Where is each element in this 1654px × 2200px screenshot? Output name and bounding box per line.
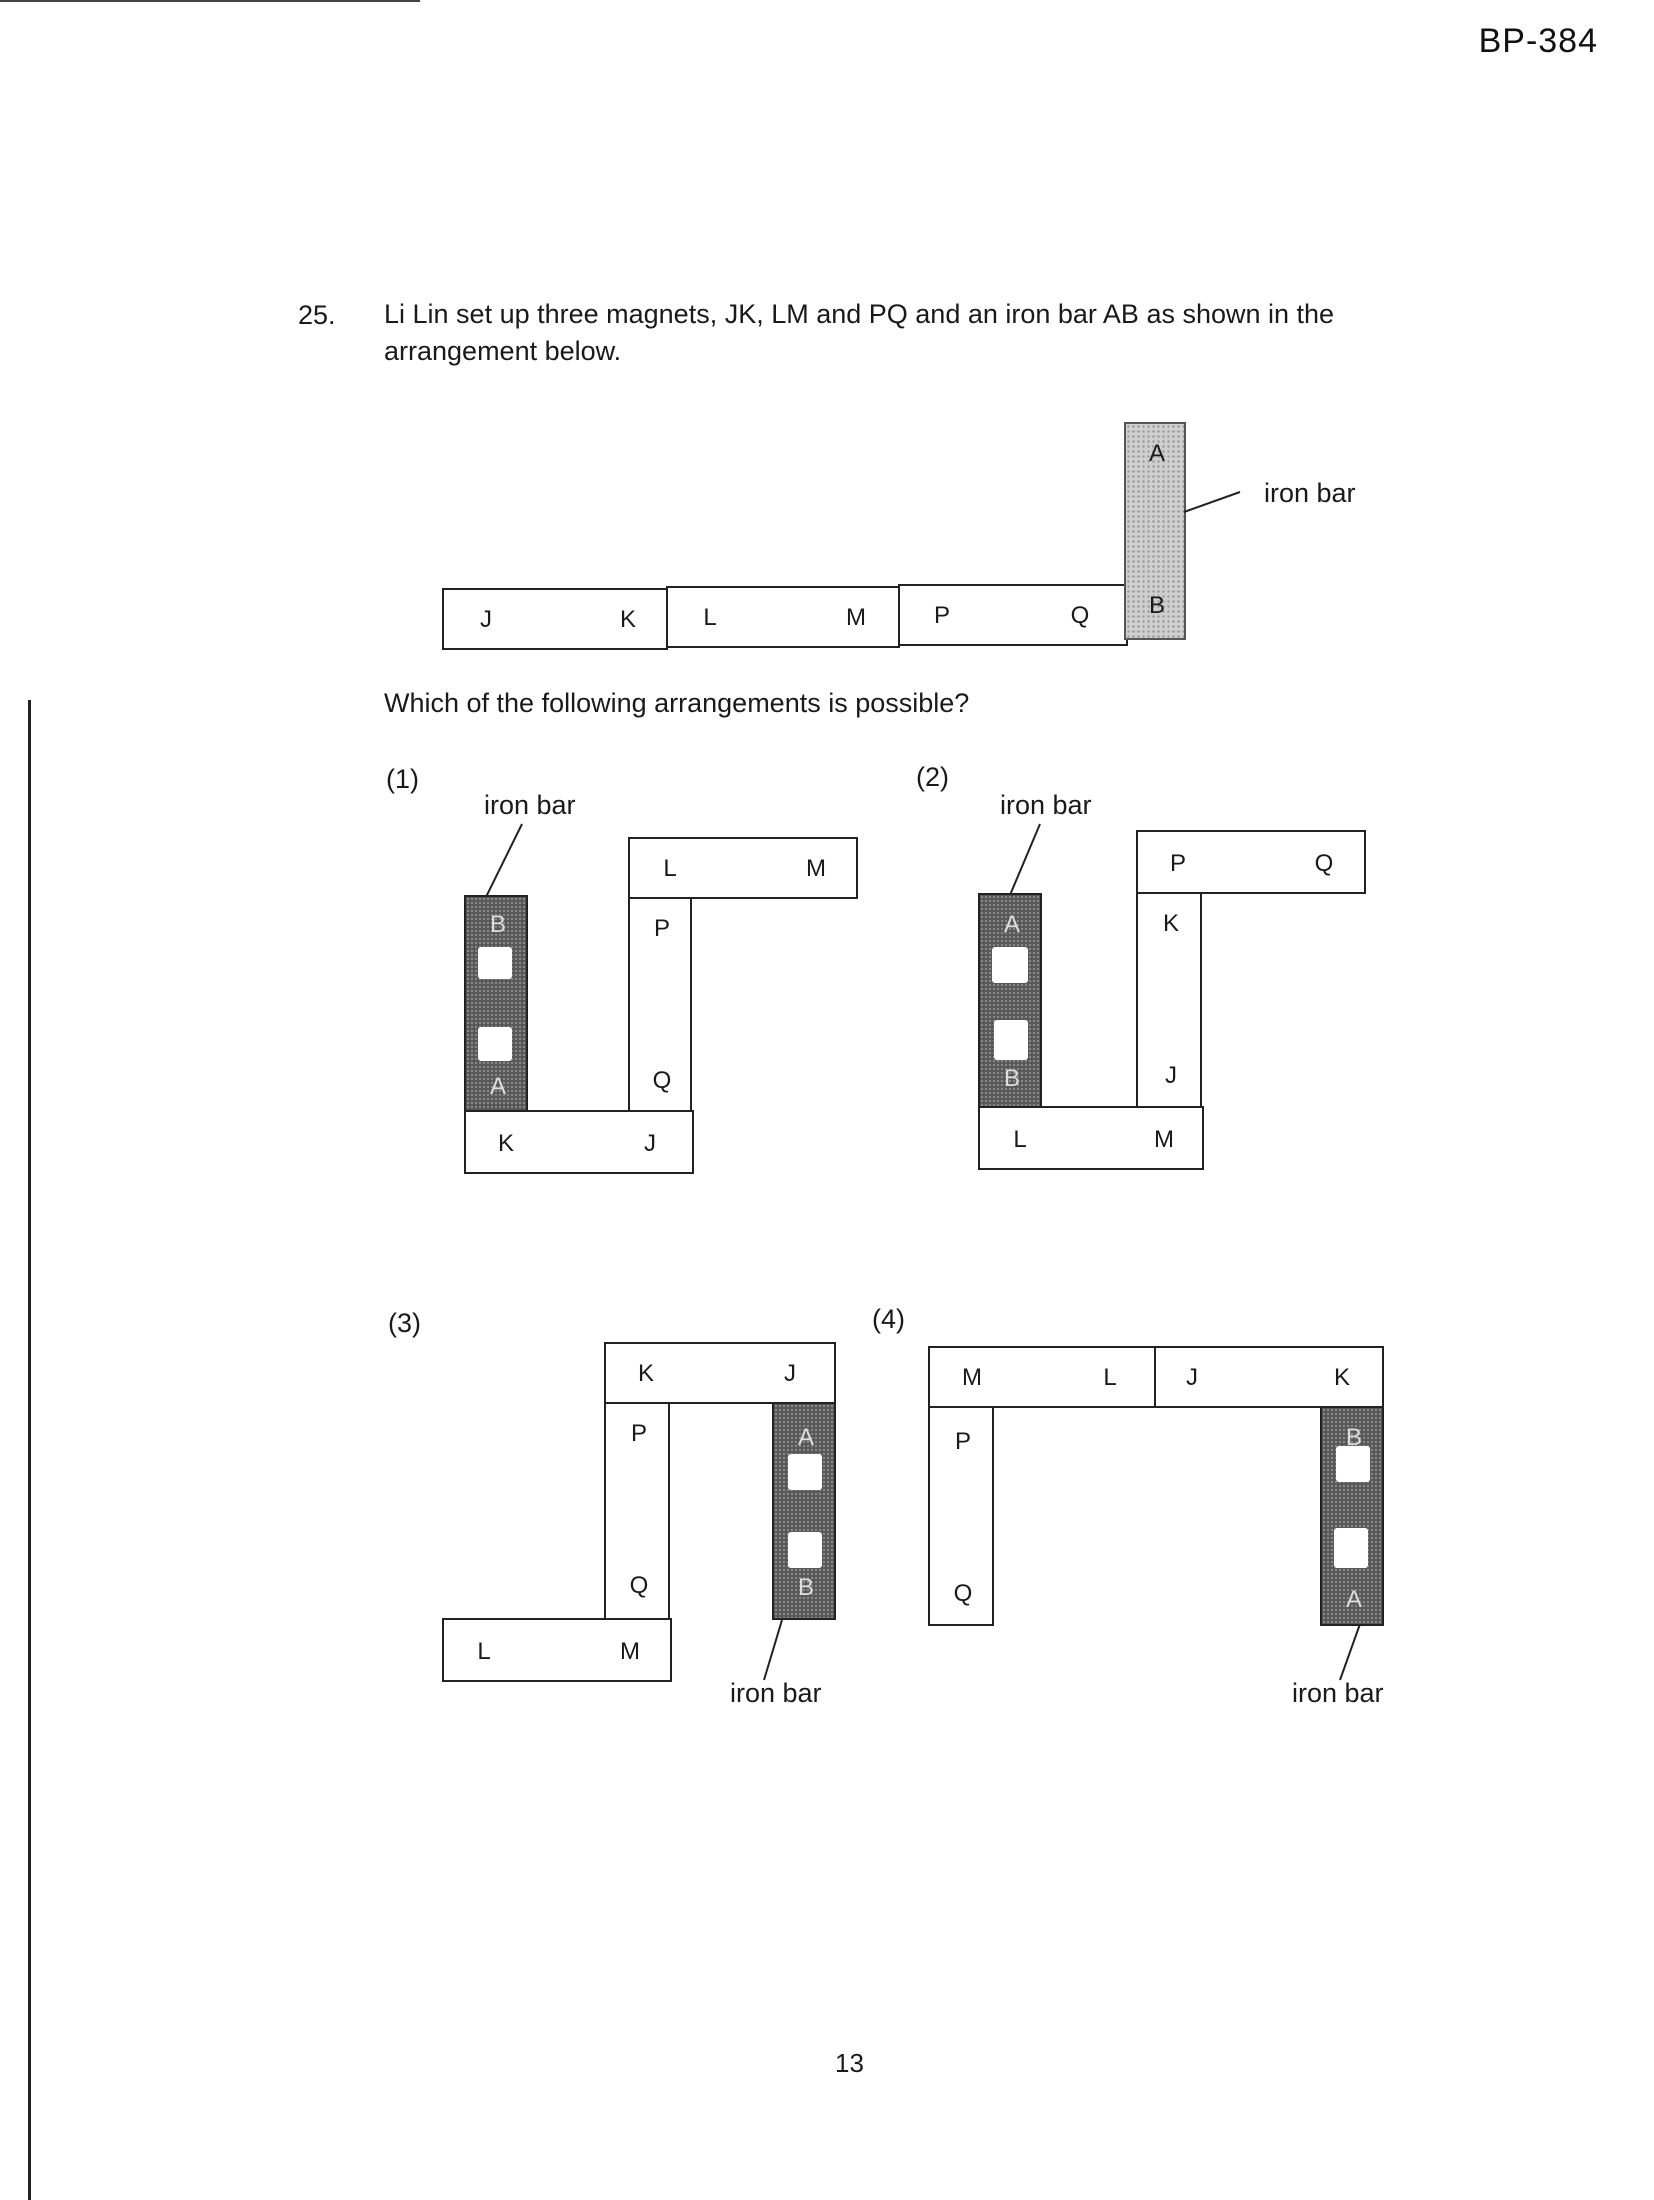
magnet-vertical: P Q xyxy=(604,1402,670,1620)
magnet-end: M xyxy=(962,1364,982,1391)
magnet-end: L xyxy=(1103,1364,1117,1391)
iron-end: B xyxy=(1003,1065,1021,1092)
magnet-end: P xyxy=(954,1428,972,1455)
option-label: (2) xyxy=(916,762,949,792)
paper-code: BP-384 xyxy=(1478,22,1598,60)
iron-bar-label: iron bar xyxy=(1264,478,1356,508)
magnet-lm: L M xyxy=(666,586,900,648)
iron-bar-label: iron bar xyxy=(484,790,576,820)
magnet-end: Q xyxy=(1314,850,1334,877)
question-text: Li Lin set up three magnets, JK, LM and … xyxy=(384,299,1335,366)
iron-bar-label: iron bar xyxy=(1000,790,1092,820)
iron-bar-label: iron bar xyxy=(1292,1678,1384,1708)
magnet-bottom: K J xyxy=(464,1110,694,1174)
iron-bar: B A xyxy=(1320,1406,1384,1626)
magnet-vertical: P Q xyxy=(628,897,692,1112)
magnet-end: K xyxy=(497,1130,515,1157)
magnet-jk: J K xyxy=(442,588,668,650)
magnet-end: K xyxy=(637,1360,655,1387)
magnet-end-m: M xyxy=(846,604,866,631)
iron-end: A xyxy=(797,1424,815,1451)
magnet-top: L M xyxy=(628,837,858,899)
magnet-end: J xyxy=(644,1130,656,1157)
iron-bar-label: iron bar xyxy=(730,1678,822,1708)
option-label: (1) xyxy=(386,764,419,794)
magnet-end: P xyxy=(653,915,671,942)
magnet-vertical: K J xyxy=(1136,892,1202,1108)
magnet-end-l: L xyxy=(703,604,717,631)
question-number: 25. xyxy=(298,300,336,330)
option-label: (3) xyxy=(388,1308,421,1338)
magnet-end-q: Q xyxy=(1070,602,1090,629)
iron-end-b: B xyxy=(1148,592,1166,619)
magnet-end: K xyxy=(1333,1364,1351,1391)
page-number: 13 xyxy=(835,2048,864,2078)
iron-end: B xyxy=(1345,1424,1363,1451)
binding-edge xyxy=(28,700,31,2200)
iron-bar: A B xyxy=(978,893,1042,1108)
iron-end: A xyxy=(1003,911,1021,938)
magnet-vertical: P Q xyxy=(928,1406,994,1626)
iron-end-a: A xyxy=(1148,440,1166,467)
magnet-end: M xyxy=(1154,1126,1174,1153)
magnet-end: L xyxy=(663,855,677,882)
magnet-end: J xyxy=(1186,1364,1198,1391)
magnet-end: M xyxy=(620,1638,640,1665)
magnet-end-j: J xyxy=(480,606,492,633)
iron-bar-ab: A B xyxy=(1124,422,1186,640)
iron-end: B xyxy=(489,911,507,938)
magnet-end: Q xyxy=(629,1572,649,1599)
magnet-end: Q xyxy=(652,1067,672,1094)
magnet-end: L xyxy=(1013,1126,1027,1153)
magnet-pq: P Q xyxy=(898,584,1128,646)
magnet-end: P xyxy=(1169,850,1187,877)
question-prompt: Which of the following arrangements is p… xyxy=(384,688,970,718)
iron-bar: B A xyxy=(464,895,528,1112)
magnet-end: Q xyxy=(953,1580,973,1607)
iron-bar: A B xyxy=(772,1402,836,1620)
magnet-bottom: L M xyxy=(978,1106,1204,1170)
magnet-end-k: K xyxy=(619,606,637,633)
top-rule xyxy=(0,0,420,2)
iron-end: A xyxy=(489,1073,507,1100)
magnet-end: M xyxy=(806,855,826,882)
magnet-bottom: L M xyxy=(442,1618,672,1682)
magnet-end: J xyxy=(1165,1062,1177,1089)
magnet-end: P xyxy=(630,1420,648,1447)
magnet-end: K xyxy=(1162,910,1180,937)
magnet-top-left: M L xyxy=(928,1346,1156,1408)
option-label: (4) xyxy=(872,1304,905,1334)
magnet-end-p: P xyxy=(933,602,951,629)
magnet-top: K J xyxy=(604,1342,836,1404)
magnet-end: J xyxy=(784,1360,796,1387)
magnet-end: L xyxy=(477,1638,491,1665)
iron-end: B xyxy=(797,1574,815,1601)
magnet-top-right: J K xyxy=(1154,1346,1384,1408)
magnet-top: P Q xyxy=(1136,830,1366,894)
iron-end: A xyxy=(1345,1586,1363,1613)
